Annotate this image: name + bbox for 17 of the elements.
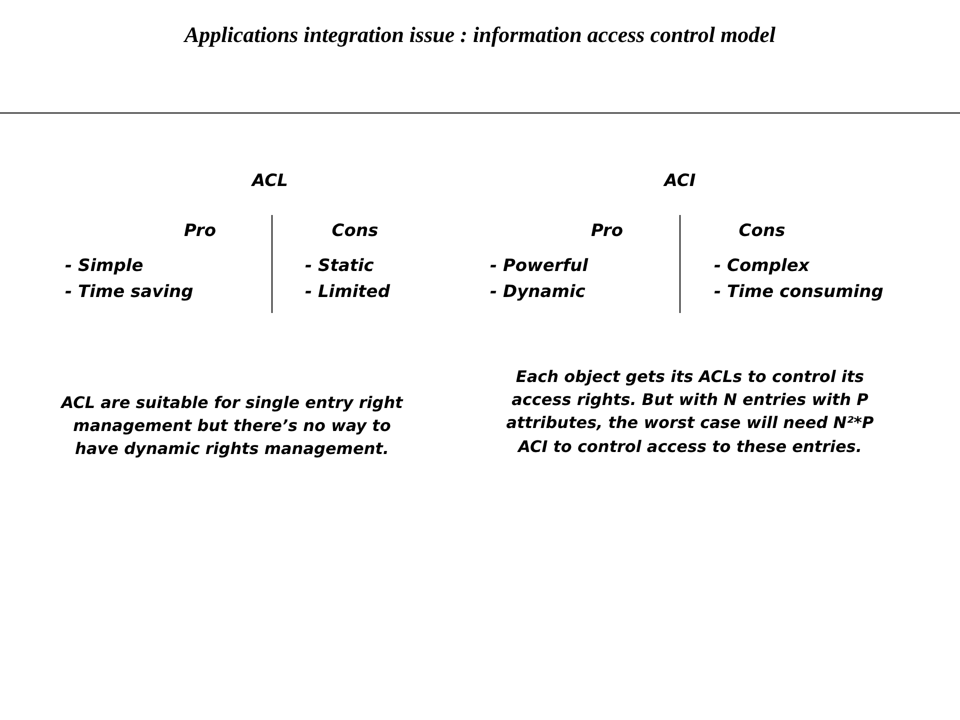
column-heading: Cons [332,220,378,242]
column-heading: Cons [738,220,786,242]
list-item: - Time saving [65,281,194,304]
column-heading: Pro [184,220,216,242]
title: Applications integration issue : information access control model [182,22,776,48]
list-item: - Dynamic [490,281,586,304]
paragraph: ACL are suitable for single entry right management but there’s no way to have dynamic rights management. [59,392,404,460]
list-item: - Powerful [490,255,588,278]
column-heading: ACL [252,170,288,192]
list-item: - Static [305,255,374,278]
column-heading: Pro [591,220,623,242]
column-heading: ACI [664,170,696,192]
paragraph: Each object gets its ACLs to control its access rights. But with N entries with P attributes, the worst case will need N²*P ACI to control access to these entries. [505,366,875,458]
list-item: - Time consuming [714,281,884,304]
list-item: - Simple [65,255,144,278]
list-item: - Complex [714,255,810,278]
list-item: - Limited [305,281,390,304]
